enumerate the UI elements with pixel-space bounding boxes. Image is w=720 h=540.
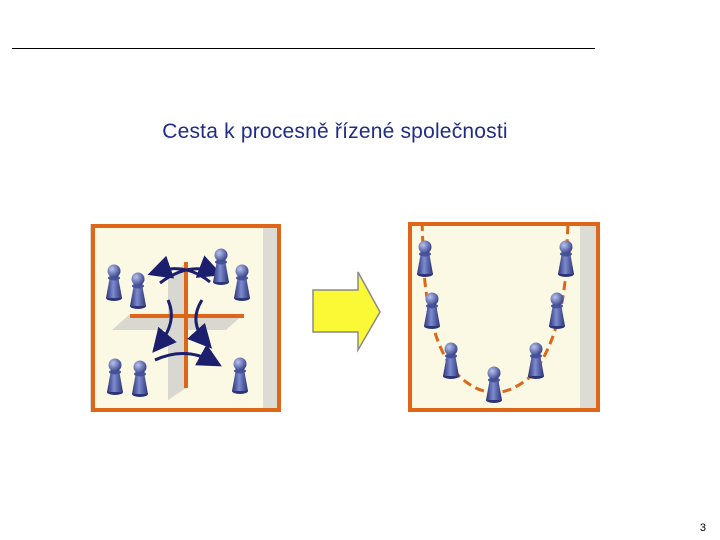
- right-arrow-icon: [313, 272, 380, 350]
- functional-organization-panel: [90, 224, 280, 412]
- page-number: 3: [700, 522, 706, 534]
- cross-wall-vertical: [168, 262, 186, 400]
- process-organization-panel: [410, 222, 600, 412]
